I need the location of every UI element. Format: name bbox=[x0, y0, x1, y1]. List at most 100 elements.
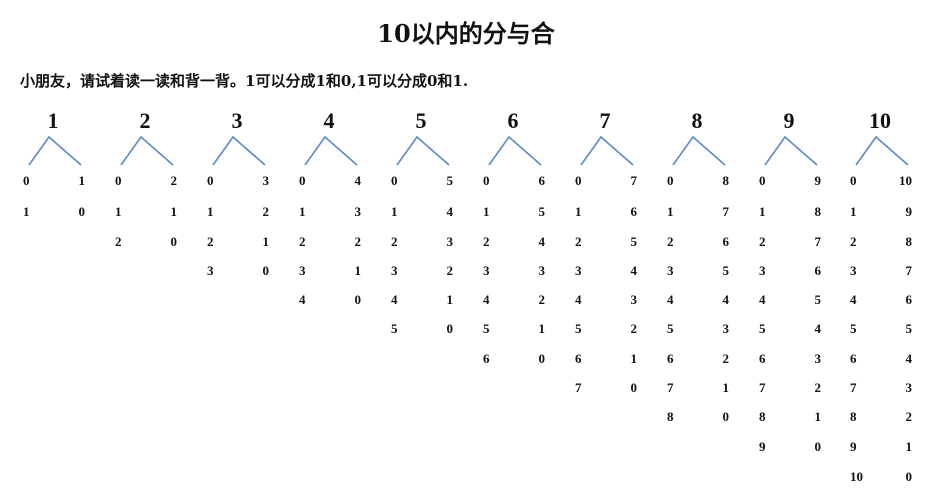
group-total: 5 bbox=[415, 108, 427, 133]
instruction-text: 小朋友，请试着读一读和背一背。1可以分成1和0,1可以分成0和1. bbox=[20, 72, 469, 90]
right-part: 1 bbox=[78, 173, 86, 188]
right-part: 1 bbox=[262, 234, 270, 249]
group-total: 8 bbox=[691, 108, 703, 133]
left-part: 8 bbox=[850, 409, 857, 424]
group-total: 3 bbox=[231, 108, 243, 133]
right-part: 4 bbox=[354, 173, 362, 188]
right-part: 1 bbox=[905, 439, 913, 454]
right-part: 2 bbox=[354, 234, 362, 249]
left-part: 3 bbox=[207, 263, 214, 278]
right-part: 8 bbox=[722, 173, 730, 188]
left-part: 3 bbox=[667, 263, 674, 278]
right-part: 3 bbox=[814, 351, 822, 366]
right-part: 0 bbox=[538, 351, 546, 366]
right-part: 6 bbox=[814, 263, 822, 278]
right-part: 2 bbox=[905, 409, 913, 424]
right-part: 9 bbox=[905, 204, 913, 219]
right-part: 1 bbox=[354, 263, 362, 278]
right-part: 1 bbox=[538, 321, 546, 336]
left-part: 0 bbox=[207, 173, 214, 188]
group-total: 1 bbox=[47, 108, 59, 133]
left-part: 3 bbox=[759, 263, 766, 278]
left-part: 2 bbox=[115, 234, 122, 249]
left-part: 8 bbox=[759, 409, 766, 424]
right-part: 3 bbox=[446, 234, 454, 249]
right-part: 5 bbox=[722, 263, 730, 278]
left-part: 8 bbox=[667, 409, 674, 424]
right-part: 0 bbox=[170, 234, 178, 249]
right-part: 4 bbox=[538, 234, 546, 249]
right-part: 3 bbox=[905, 380, 913, 395]
right-part: 9 bbox=[814, 173, 822, 188]
right-part: 3 bbox=[722, 321, 730, 336]
left-part: 6 bbox=[483, 351, 490, 366]
left-part: 1 bbox=[115, 204, 122, 219]
left-part: 0 bbox=[667, 173, 674, 188]
right-part: 6 bbox=[722, 234, 730, 249]
left-part: 2 bbox=[575, 234, 582, 249]
right-part: 2 bbox=[446, 263, 454, 278]
right-part: 7 bbox=[814, 234, 822, 249]
left-part: 4 bbox=[575, 292, 582, 307]
left-part: 3 bbox=[391, 263, 398, 278]
right-part: 5 bbox=[814, 292, 822, 307]
right-part: 7 bbox=[905, 263, 913, 278]
left-part: 4 bbox=[299, 292, 306, 307]
left-part: 7 bbox=[575, 380, 582, 395]
left-part: 6 bbox=[575, 351, 582, 366]
left-part: 4 bbox=[850, 292, 857, 307]
left-part: 3 bbox=[575, 263, 582, 278]
left-part: 0 bbox=[115, 173, 122, 188]
left-part: 5 bbox=[759, 321, 766, 336]
split-branch-icon bbox=[855, 136, 909, 166]
left-part: 4 bbox=[759, 292, 766, 307]
group-total: 4 bbox=[323, 108, 335, 133]
right-part: 6 bbox=[905, 292, 913, 307]
right-part: 3 bbox=[262, 173, 270, 188]
right-part: 4 bbox=[814, 321, 822, 336]
left-part: 4 bbox=[483, 292, 490, 307]
group-total: 10 bbox=[869, 108, 891, 133]
left-part: 0 bbox=[759, 173, 766, 188]
left-part: 4 bbox=[667, 292, 674, 307]
left-part: 1 bbox=[299, 204, 306, 219]
left-part: 6 bbox=[667, 351, 674, 366]
right-part: 1 bbox=[170, 204, 178, 219]
